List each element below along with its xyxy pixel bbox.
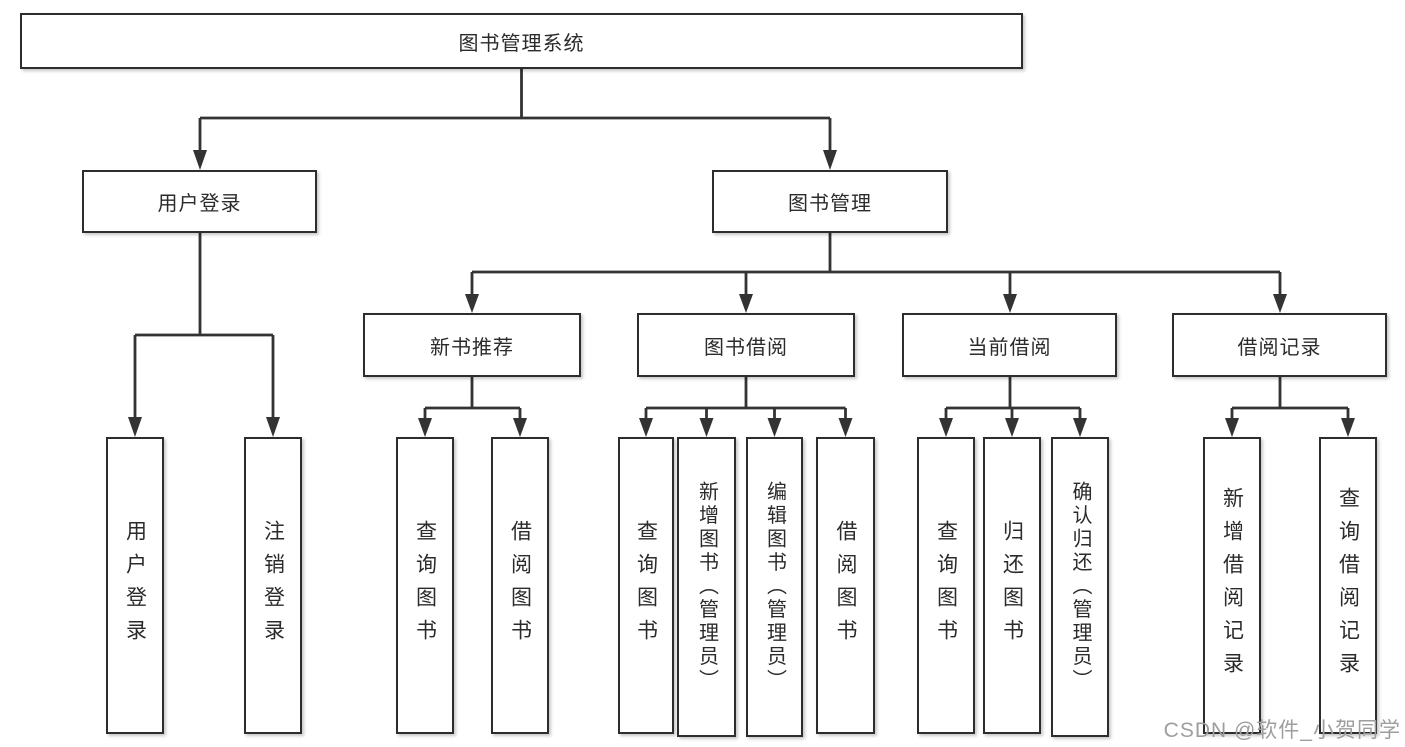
arrowhead-icon [1003, 294, 1017, 313]
leaf-query-books-current: 查询图书 [917, 437, 975, 734]
arrowhead-icon [939, 418, 953, 437]
leaf-query-books-borrow: 查询图书 [618, 437, 674, 734]
connector-borrow-records [1230, 377, 1350, 421]
leaf-query-books-recommend: 查询图书 [396, 437, 454, 734]
node-new-book-recommend: 新书推荐 [363, 313, 581, 377]
arrowhead-icon [639, 418, 653, 437]
leaf-add-borrow-record-label: 新增借阅记录 [1220, 486, 1244, 685]
leaf-add-borrow-record: 新增借阅记录 [1203, 437, 1261, 734]
connector-book-borrow [644, 377, 847, 421]
leaf-query-books-borrow-label: 查询图书 [634, 519, 658, 652]
leaf-query-borrow-record: 查询借阅记录 [1319, 437, 1377, 734]
arrowhead-icon [1005, 418, 1019, 437]
node-current-borrow: 当前借阅 [902, 313, 1117, 377]
node-new-book-recommend-label: 新书推荐 [430, 336, 514, 359]
connector-current-borrow [944, 377, 1082, 421]
node-book-management: 图书管理 [712, 170, 948, 233]
connector-new-book [423, 377, 522, 421]
node-root-label: 图书管理系统 [458, 32, 585, 55]
arrowhead-icon [1225, 418, 1239, 437]
arrowhead-icon [418, 418, 432, 437]
leaf-query-books-recommend-label: 查询图书 [413, 519, 437, 652]
node-current-borrow-label: 当前借阅 [967, 336, 1052, 359]
leaf-edit-books-admin: 编辑图书（管理员） [746, 437, 803, 737]
arrowhead-icon [193, 150, 207, 170]
leaf-confirm-return-admin: 确认归还（管理员） [1051, 437, 1109, 737]
arrowhead-icon [838, 418, 853, 437]
node-borrow-records-label: 借阅记录 [1237, 336, 1322, 359]
leaf-edit-books-admin-label: 编辑图书（管理员） [763, 481, 786, 693]
arrowhead-icon [1341, 418, 1355, 437]
node-user-login-branch: 用户登录 [82, 170, 317, 233]
leaf-query-borrow-record-label: 查询借阅记录 [1336, 486, 1360, 685]
leaf-add-books-admin-label: 新增图书（管理员） [695, 481, 718, 693]
arrowhead-icon [739, 294, 753, 313]
arrowhead-icon [513, 418, 527, 437]
node-book-borrow-label: 图书借阅 [704, 336, 788, 359]
leaf-return-books-label: 归还图书 [1000, 519, 1024, 652]
node-book-borrow: 图书借阅 [637, 313, 855, 377]
arrowhead-icon [465, 294, 479, 313]
leaf-user-login-label: 用户登录 [123, 519, 147, 652]
leaf-borrow-books-recommend: 借阅图书 [491, 437, 549, 734]
node-root: 图书管理系统 [20, 13, 1023, 69]
watermark: CSDN @软件_小贺同学 [1163, 719, 1401, 742]
arrowhead-icon [823, 150, 837, 170]
leaf-borrow-books-recommend-label: 借阅图书 [508, 519, 532, 652]
leaf-return-books: 归还图书 [983, 437, 1041, 734]
arrowhead-icon [128, 417, 142, 437]
leaf-borrow-books-label: 借阅图书 [834, 519, 857, 652]
leaf-confirm-return-admin-label: 确认归还（管理员） [1069, 481, 1091, 693]
node-user-login-branch-label: 用户登录 [157, 193, 242, 215]
leaf-logout-login: 注销登录 [244, 437, 302, 734]
leaf-user-login: 用户登录 [106, 437, 164, 734]
leaf-add-books-admin: 新增图书（管理员） [677, 437, 736, 737]
node-borrow-records: 借阅记录 [1172, 313, 1387, 377]
node-book-management-label: 图书管理 [788, 193, 872, 215]
arrowhead-icon [699, 418, 714, 437]
arrowhead-icon [266, 417, 280, 437]
arrowhead-icon [1073, 418, 1087, 437]
connector-root [198, 69, 832, 151]
leaf-logout-login-label: 注销登录 [261, 519, 285, 652]
arrowhead-icon [1273, 294, 1287, 313]
leaf-query-books-current-label: 查询图书 [934, 519, 958, 652]
connector-user-login [133, 233, 275, 420]
arrowhead-icon [767, 418, 782, 437]
connector-book-management [470, 233, 1282, 297]
leaf-borrow-books: 借阅图书 [816, 437, 875, 734]
